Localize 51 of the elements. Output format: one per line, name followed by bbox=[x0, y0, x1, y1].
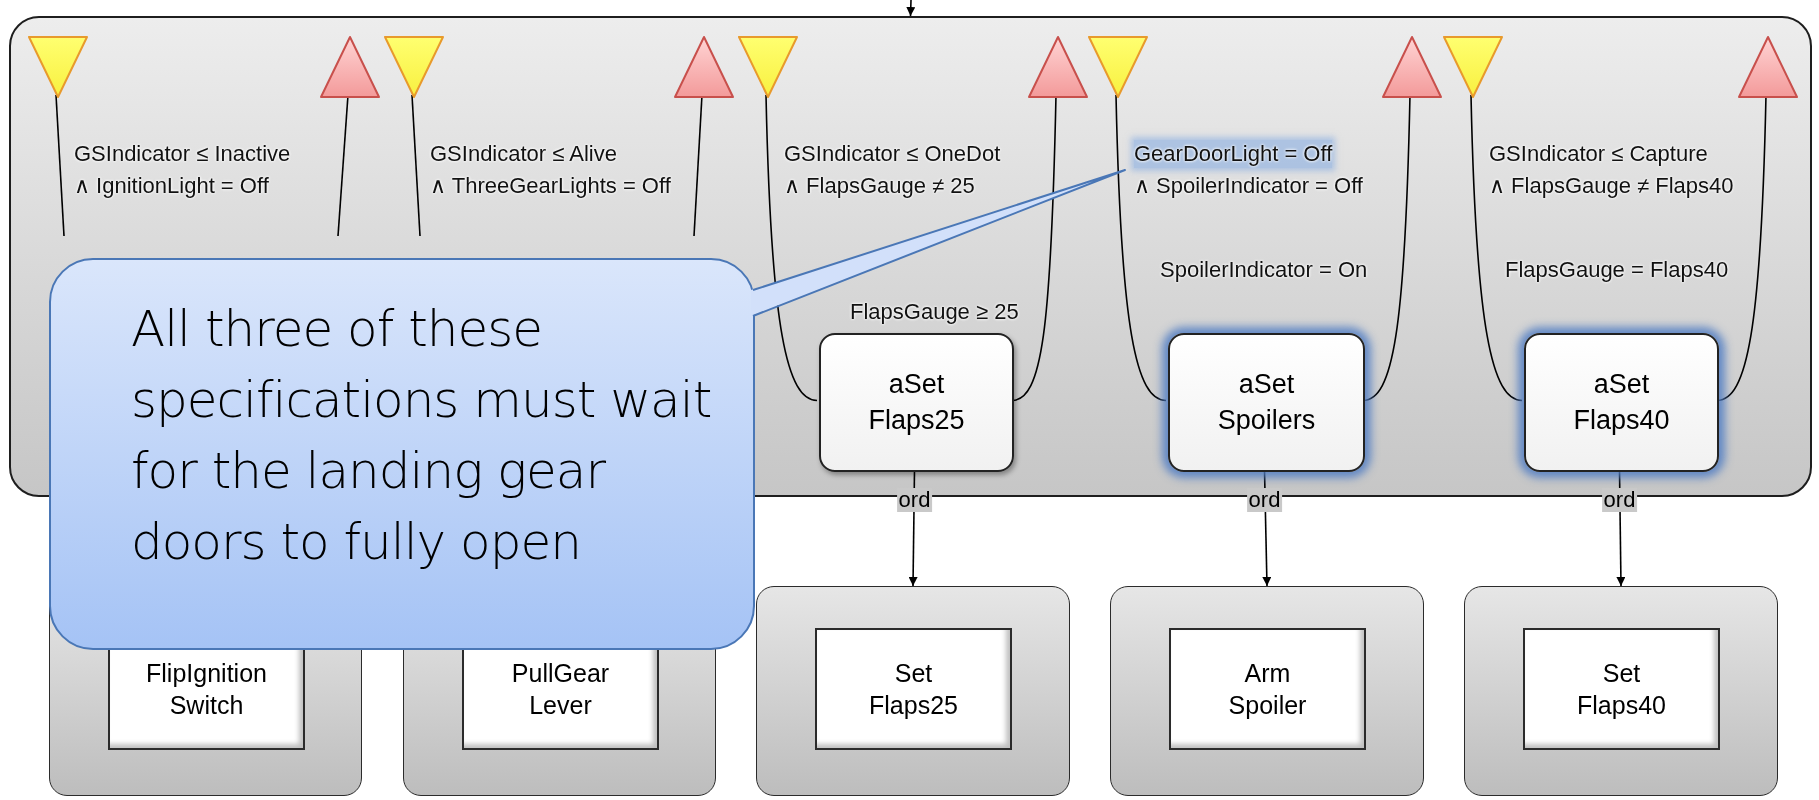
callout-tooltip bbox=[49, 258, 755, 650]
edge-label: ord bbox=[1601, 488, 1638, 512]
connector-line bbox=[765, 94, 818, 402]
connector-line bbox=[411, 94, 421, 237]
guard-condition: FlapsGauge = Flaps40 bbox=[1505, 256, 1729, 284]
guard-condition: SpoilerIndicator = On bbox=[1160, 256, 1368, 284]
guard-condition: ∧ FlapsGauge ≠ 25 bbox=[784, 172, 975, 200]
state-label: aSet Spoilers bbox=[1217, 368, 1316, 437]
output-port-triangle bbox=[321, 37, 379, 97]
guard-condition: GSIndicator ≤ Alive bbox=[430, 140, 617, 168]
state-box bbox=[819, 333, 1014, 472]
guard-condition: GSIndicator ≤ OneDot bbox=[784, 140, 1001, 168]
callout-text: All three of these specifications must wait for the landing gear doors to fully open bbox=[131, 299, 713, 573]
guard-condition: ∧ SpoilerIndicator = Off bbox=[1134, 172, 1363, 200]
group-panel bbox=[1110, 586, 1424, 796]
output-port-triangle bbox=[1383, 37, 1441, 97]
action-box bbox=[815, 628, 1012, 750]
input-port-triangle bbox=[385, 37, 443, 97]
guard-condition: GearDoorLight = Off bbox=[1134, 140, 1333, 168]
action-label: PullGear Lever bbox=[511, 657, 610, 721]
input-port-triangle bbox=[1444, 37, 1502, 97]
input-port-triangle bbox=[1089, 37, 1147, 97]
edge-label: ord bbox=[1246, 488, 1283, 512]
connector-line bbox=[1470, 94, 1523, 402]
input-port-triangle bbox=[739, 37, 797, 97]
guard-condition: GSIndicator ≤ Inactive bbox=[74, 140, 291, 168]
input-port-triangle bbox=[29, 37, 87, 97]
action-label: FlipIgnition Switch bbox=[146, 657, 267, 721]
group-panel bbox=[1464, 586, 1778, 796]
state-box bbox=[1168, 333, 1365, 472]
action-box bbox=[1523, 628, 1720, 750]
state-label: aSet Flaps25 bbox=[868, 368, 965, 437]
action-box bbox=[1169, 628, 1366, 750]
action-label: Set Flaps40 bbox=[1577, 657, 1666, 721]
connector-line bbox=[1115, 94, 1167, 402]
output-port-triangle bbox=[675, 37, 733, 97]
group-panel bbox=[756, 586, 1070, 796]
guard-condition: FlapsGauge ≥ 25 bbox=[850, 298, 1019, 326]
guard-condition: GSIndicator ≤ Capture bbox=[1489, 140, 1708, 168]
action-label: Set Flaps25 bbox=[869, 657, 958, 721]
connector-line bbox=[55, 94, 65, 237]
guard-condition: ∧ IgnitionLight = Off bbox=[74, 172, 269, 200]
output-port-triangle bbox=[1029, 37, 1087, 97]
state-label: aSet Flaps40 bbox=[1573, 368, 1670, 437]
state-box bbox=[1524, 333, 1719, 472]
action-label: Arm Spoiler bbox=[1228, 657, 1307, 721]
edge-label: ord bbox=[896, 488, 933, 512]
guard-condition: ∧ FlapsGauge ≠ Flaps40 bbox=[1489, 172, 1734, 200]
guard-condition: ∧ ThreeGearLights = Off bbox=[430, 172, 671, 200]
output-port-triangle bbox=[1739, 37, 1797, 97]
arrow bbox=[906, 0, 916, 17]
